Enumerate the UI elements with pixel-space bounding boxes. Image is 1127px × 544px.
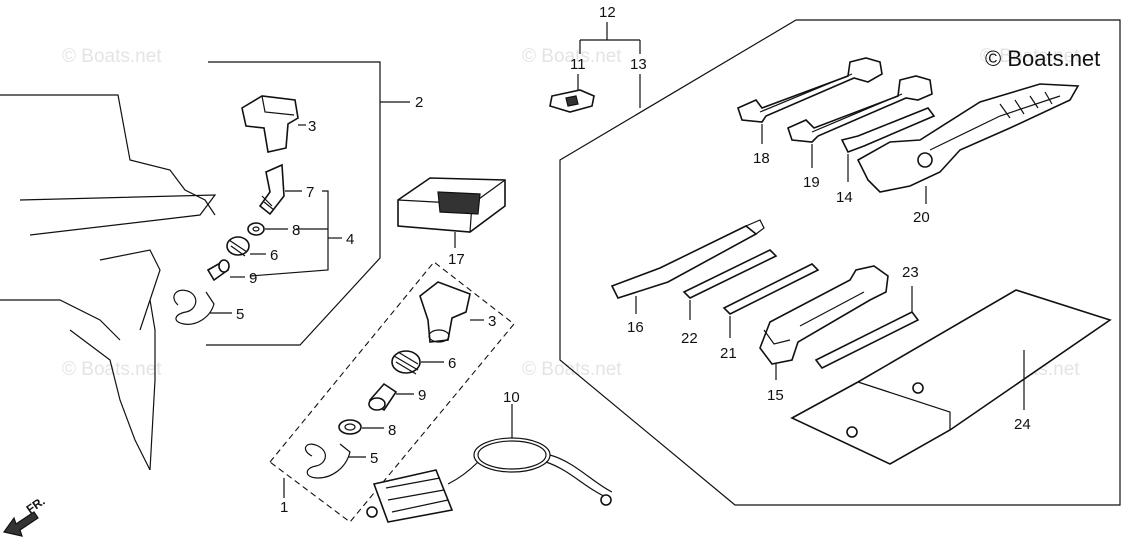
- callout-6: 6: [270, 247, 278, 264]
- callout-24: 24: [1014, 416, 1031, 433]
- grip-knob-part: [241, 95, 299, 153]
- screwdriver-part: [610, 219, 765, 299]
- grip-knob-part: [419, 281, 471, 343]
- callout-11: 11: [570, 56, 586, 73]
- callout-5: 5: [236, 306, 244, 323]
- engine-outline: [0, 94, 217, 471]
- callout-9: 9: [418, 387, 426, 404]
- assembly-1-outline: [269, 261, 515, 523]
- screwdriver-bit-part: [722, 263, 820, 315]
- copyright-text: © Boats.net: [985, 46, 1100, 71]
- callout-15: 15: [767, 387, 784, 404]
- watermark: © Boats.net: [980, 46, 1080, 67]
- callout-16: 16: [627, 319, 644, 336]
- callout-3: 3: [488, 313, 496, 330]
- thread-lines: [261, 195, 275, 211]
- callout-5: 5: [370, 450, 378, 467]
- spare-parts-box: [397, 177, 506, 233]
- callout-22: 22: [681, 330, 698, 347]
- watermark: © Boats.net: [522, 46, 622, 67]
- starter-rope-part: [366, 437, 613, 523]
- spring-clip-part: [304, 443, 351, 479]
- washer-hole: [344, 423, 356, 431]
- callout-18: 18: [753, 150, 770, 167]
- coupling-nut-part: [226, 236, 250, 257]
- socket-wrench-part: [759, 265, 889, 365]
- washer-part: [338, 419, 362, 435]
- washer-hole: [252, 226, 260, 232]
- direction-label: FR.: [24, 494, 48, 517]
- callout-6: 6: [448, 355, 456, 372]
- wrench-part: [787, 75, 933, 143]
- callout-8: 8: [292, 222, 300, 239]
- plug-wrench-part: [840, 107, 936, 154]
- callout-10: 10: [503, 389, 520, 406]
- callout-23: 23: [902, 264, 919, 281]
- callout-13: 13: [630, 56, 647, 73]
- hose-joint-part: [206, 259, 230, 282]
- washer-part: [247, 222, 265, 236]
- callout-1: 1: [280, 499, 288, 516]
- callout-12: 12: [599, 4, 616, 21]
- callout-3: 3: [308, 118, 316, 135]
- callout-8: 8: [388, 422, 396, 439]
- pliers-part: [856, 83, 1080, 193]
- hose-joint-part: [368, 382, 398, 412]
- callout-14: 14: [836, 189, 853, 206]
- callout-21: 21: [720, 345, 737, 362]
- callout-4: 4: [346, 231, 354, 248]
- bracket-line: [579, 22, 641, 54]
- callout-2: 2: [415, 94, 423, 111]
- spring-clip-part: [173, 289, 215, 325]
- elbow-fitting-part: [258, 163, 285, 216]
- tool-kit-outline: [559, 19, 1121, 506]
- callout-9: 9: [249, 270, 257, 287]
- clip-part: [549, 89, 595, 113]
- wrench-part: [737, 57, 883, 123]
- assembly-2-outline: [206, 61, 381, 346]
- callout-7: 7: [306, 184, 314, 201]
- bracket-line: [249, 190, 329, 277]
- screwdriver-bit-part: [682, 249, 778, 299]
- callout-19: 19: [803, 174, 820, 191]
- front-arrow-icon: [2, 511, 39, 537]
- callout-17: 17: [448, 251, 465, 268]
- coupling-nut-part: [391, 350, 421, 375]
- tommy-bar-part: [814, 310, 920, 370]
- watermark: © Boats.net: [62, 46, 162, 67]
- tool-bag-part: [790, 289, 1112, 465]
- callout-20: 20: [913, 209, 930, 226]
